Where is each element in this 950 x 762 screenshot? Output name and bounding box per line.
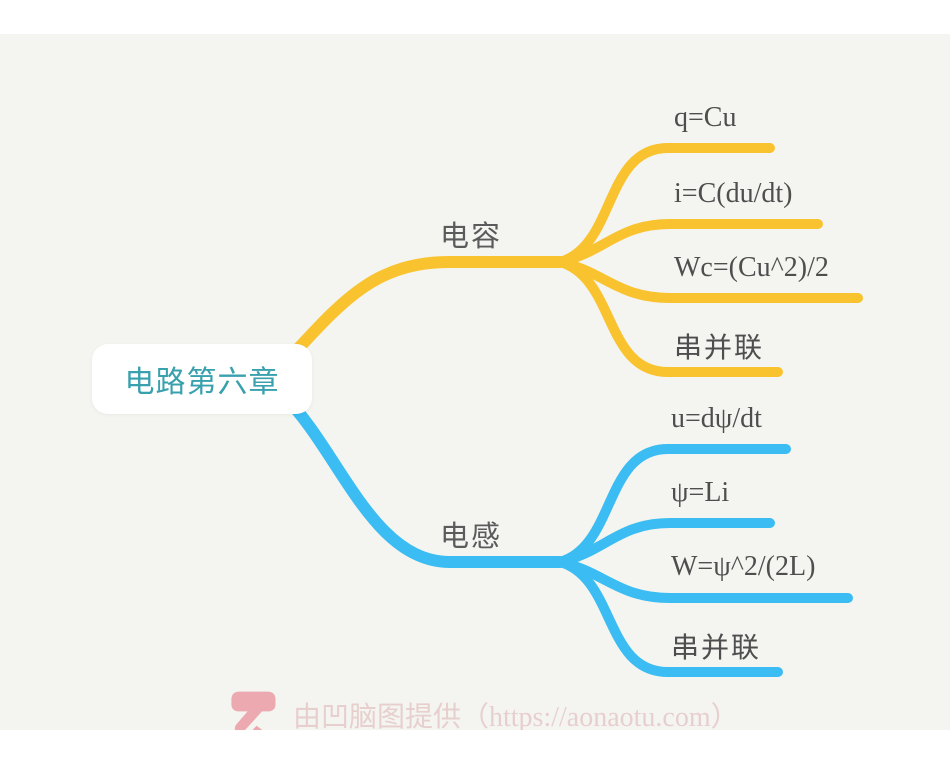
- edge-capacitor-main: [278, 256, 566, 370]
- top-margin: [0, 0, 950, 34]
- edge-inductor-main: [278, 390, 566, 568]
- branch-node-inductor[interactable]: 电感: [440, 521, 503, 553]
- bottom-margin: [0, 730, 950, 762]
- leaf-node-inductor-series-parallel[interactable]: 串并联: [671, 633, 762, 664]
- edge-inductor-leaf-4: [555, 557, 783, 677]
- leaf-node-psi-li[interactable]: ψ=Li: [671, 477, 730, 508]
- leaf-node-w-psi[interactable]: W=ψ^2/(2L): [671, 551, 816, 582]
- branch-node-capacitor[interactable]: 电容: [440, 221, 503, 253]
- watermark-text: 由凹脑图提供（https://aonaotu.com）: [293, 702, 739, 733]
- root-node[interactable]: 电路第六章: [92, 344, 312, 414]
- watermark: 由凹脑图提供（https://aonaotu.com）: [226, 686, 739, 744]
- leaf-node-i-c-dudt[interactable]: i=C(du/dt): [674, 178, 793, 209]
- edge-capacitor-leaf-2: [555, 219, 823, 267]
- edge-capacitor-leaf-4: [555, 257, 783, 377]
- root-node-label: 电路第六章: [124, 366, 280, 399]
- leaf-node-u-dpsidt[interactable]: u=dψ/dt: [671, 403, 762, 434]
- edge-inductor-leaf-2: [555, 518, 775, 567]
- leaf-node-q-cu[interactable]: q=Cu: [674, 102, 737, 133]
- leaf-node-wc[interactable]: Wc=(Cu^2)/2: [674, 252, 829, 283]
- leaf-node-capacitor-series-parallel[interactable]: 串并联: [674, 333, 765, 364]
